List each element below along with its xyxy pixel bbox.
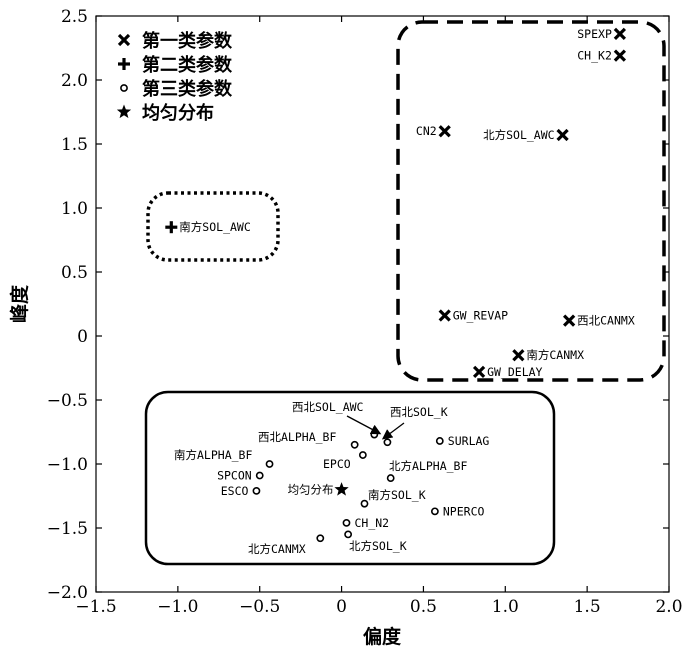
data-point — [613, 49, 627, 62]
point-label: CH_N2 — [354, 516, 389, 530]
data-point — [350, 440, 359, 449]
x-tick-label: 0 — [336, 597, 347, 617]
point-label: 北方SOL_K — [349, 539, 407, 553]
x-tick-label: −1.5 — [75, 597, 116, 617]
data-point — [563, 314, 576, 327]
point-label: 均匀分布 — [288, 483, 334, 497]
data-point — [386, 474, 395, 482]
point-label: 北方ALPHA_BF — [389, 459, 467, 473]
data-point — [435, 437, 444, 445]
data-point — [255, 471, 264, 480]
point-label: GW_REVAP — [453, 309, 508, 323]
data-point — [360, 499, 369, 508]
point-label: ESCO — [221, 484, 249, 498]
data-point — [165, 221, 178, 234]
legend-marker — [116, 104, 132, 119]
label-arrow — [381, 422, 405, 440]
point-label: 南方CANMX — [526, 348, 584, 362]
data-point — [265, 460, 274, 468]
point-label: EPCO — [323, 457, 351, 471]
point-label: CH_K2 — [577, 49, 612, 63]
data-point — [556, 128, 569, 142]
y-tick-label: 1.0 — [61, 199, 88, 219]
data-point — [438, 125, 451, 138]
data-point — [438, 309, 451, 322]
y-tick-label: −2.0 — [47, 583, 88, 603]
group-box-type1 — [396, 20, 666, 382]
y-tick-label: 0.5 — [61, 263, 88, 283]
data-point — [344, 530, 353, 539]
legend-label: 第一类参数 — [142, 30, 233, 52]
x-tick-label: 2.0 — [655, 597, 682, 617]
point-label: 南方SOL_K — [368, 488, 426, 502]
point-label: 西北ALPHA_BF — [258, 430, 336, 444]
point-label: GW_DELAY — [487, 365, 542, 379]
x-tick-label: −1.0 — [157, 597, 198, 617]
data-point — [383, 438, 392, 447]
plot-frame — [95, 15, 670, 593]
x-tick-label: 1.0 — [492, 597, 519, 617]
y-tick-label: 1.5 — [61, 135, 88, 155]
point-label: SURLAG — [448, 434, 490, 448]
data-point — [430, 507, 439, 516]
point-label: SPCON — [217, 469, 252, 483]
data-point — [512, 349, 525, 362]
legend-marker — [120, 84, 128, 92]
data-point — [316, 534, 325, 543]
label-arrow — [346, 415, 382, 435]
point-label: 北方CANMX — [248, 542, 306, 556]
legend-label: 均匀分布 — [142, 102, 214, 124]
point-label: NPERCO — [443, 504, 485, 518]
legend-label: 第二类参数 — [142, 54, 233, 76]
point-label: 西北CANMX — [577, 314, 635, 328]
y-tick-label: 0 — [77, 327, 88, 347]
legend-marker — [117, 33, 131, 47]
point-label: 西北SOL_K — [390, 405, 448, 419]
legend-marker — [118, 58, 130, 70]
group-box-type2 — [146, 191, 280, 262]
point-label: SPEXP — [577, 27, 612, 41]
point-label: CN2 — [416, 124, 437, 138]
y-tick-label: −1.5 — [47, 519, 88, 539]
point-label: 北方SOL_AWC — [483, 128, 555, 142]
y-tick-label: −0.5 — [47, 391, 88, 411]
data-point — [613, 27, 627, 41]
y-tick-label: 2.0 — [61, 71, 88, 91]
point-label: 南方ALPHA_BF — [174, 448, 252, 462]
data-point — [358, 451, 367, 459]
x-tick-label: 1.5 — [574, 597, 601, 617]
y-tick-label: 2.5 — [61, 7, 88, 27]
data-point — [252, 486, 261, 495]
group-box-type3 — [144, 390, 556, 566]
x-tick-label: 0.5 — [410, 597, 437, 617]
y-axis-title: 峰度 — [8, 284, 31, 323]
data-point — [342, 518, 351, 527]
point-label: 西北SOL_AWC — [292, 400, 364, 414]
data-point — [334, 482, 349, 496]
x-tick-label: −0.5 — [239, 597, 280, 617]
x-axis-title: 偏度 — [363, 625, 402, 648]
points-layer — [165, 27, 627, 543]
data-point — [472, 365, 486, 378]
legend-label: 第三类参数 — [142, 78, 233, 100]
point-label: 南方SOL_AWC — [179, 220, 251, 234]
y-tick-label: −1.0 — [47, 455, 88, 475]
